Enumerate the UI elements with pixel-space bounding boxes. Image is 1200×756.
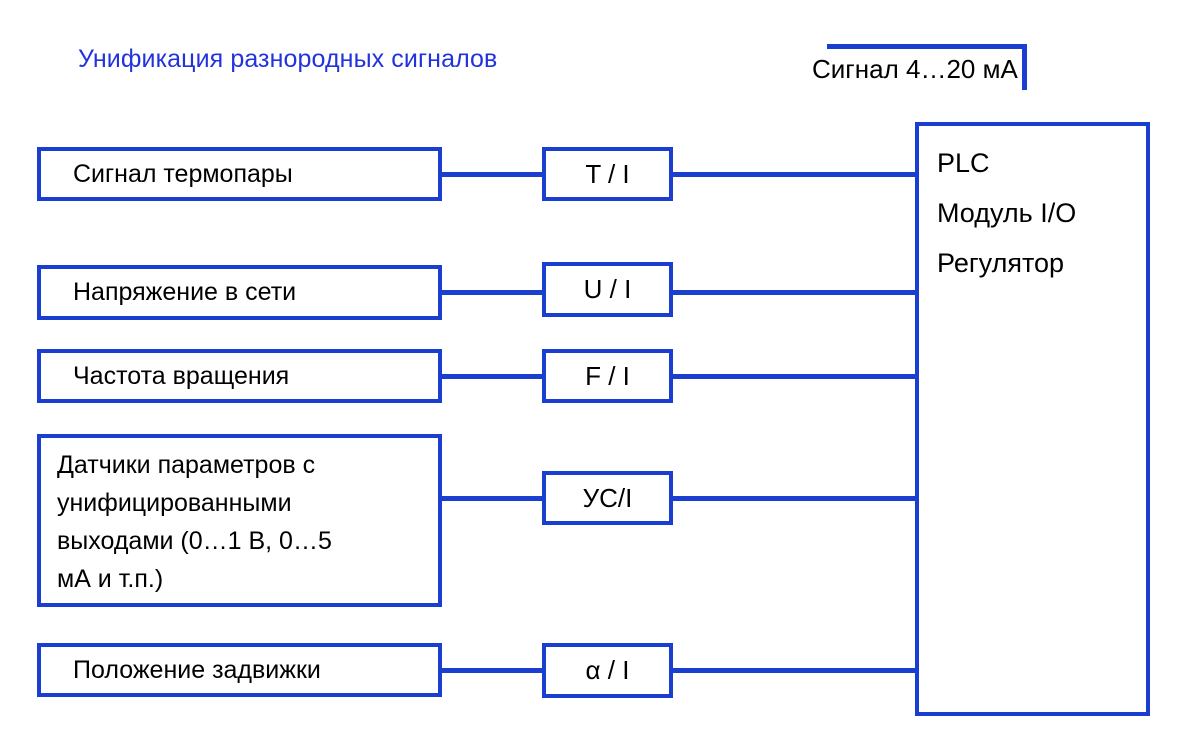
controller-line-io-module: Модуль I/O (937, 198, 1077, 228)
source-label-line: Датчики параметров с (57, 451, 316, 479)
converter-box-us-i[interactable]: УС/I (542, 471, 673, 525)
wire-converter-to-plc (671, 290, 919, 295)
wire-converter-to-plc (671, 172, 919, 177)
source-label: Напряжение в сети (73, 278, 297, 306)
source-box-mains-voltage[interactable]: Напряжение в сети (37, 265, 442, 320)
wire-source-to-converter (440, 668, 544, 673)
leader-line-horizontal-icon (827, 44, 1027, 49)
wire-converter-to-plc (671, 668, 919, 673)
annotation-signal-4-20ma: Сигнал 4…20 мА (812, 54, 1018, 84)
converter-box-f-i[interactable]: F / I (542, 349, 673, 403)
leader-line-vertical-icon (1022, 44, 1027, 90)
controller-line-regulator: Регулятор (937, 248, 1065, 278)
controller-line-plc: PLC (937, 148, 990, 178)
source-label-line: выходами (0…1 В, 0…5 (57, 527, 332, 555)
source-label: Положение задвижки (73, 655, 321, 684)
page-title: Унификация разнородных сигналов (78, 45, 498, 73)
source-label-line: мА и т.п.) (57, 565, 164, 593)
source-box-thermocouple[interactable]: Сигнал термопары (37, 147, 442, 201)
converter-label: α / I (585, 655, 630, 685)
wire-converter-to-plc (671, 374, 919, 379)
wire-converter-to-plc (671, 496, 919, 501)
source-box-rotation-frequency[interactable]: Частота вращения (37, 349, 442, 403)
source-label: Частота вращения (73, 361, 290, 390)
converter-box-u-i[interactable]: U / I (542, 262, 673, 317)
converter-label: УС/I (582, 482, 633, 513)
converter-label: F / I (585, 360, 630, 391)
source-label-line: унифицированными (57, 489, 292, 517)
source-label: Сигнал термопары (73, 159, 293, 188)
source-box-valve-position[interactable]: Положение задвижки (37, 643, 442, 697)
wire-source-to-converter (440, 374, 544, 379)
converter-box-t-i[interactable]: T / I (542, 147, 673, 201)
controller-box-plc[interactable]: PLC Модуль I/O Регулятор (915, 122, 1150, 716)
converter-label: T / I (585, 158, 630, 189)
wire-source-to-converter (440, 290, 544, 295)
converter-box-alpha-i[interactable]: α / I (542, 643, 673, 698)
source-box-unified-output-sensors[interactable]: Датчики параметров с унифицированными вы… (37, 434, 442, 607)
wire-source-to-converter (440, 172, 544, 177)
wire-source-to-converter (440, 496, 544, 501)
converter-label: U / I (583, 274, 632, 304)
